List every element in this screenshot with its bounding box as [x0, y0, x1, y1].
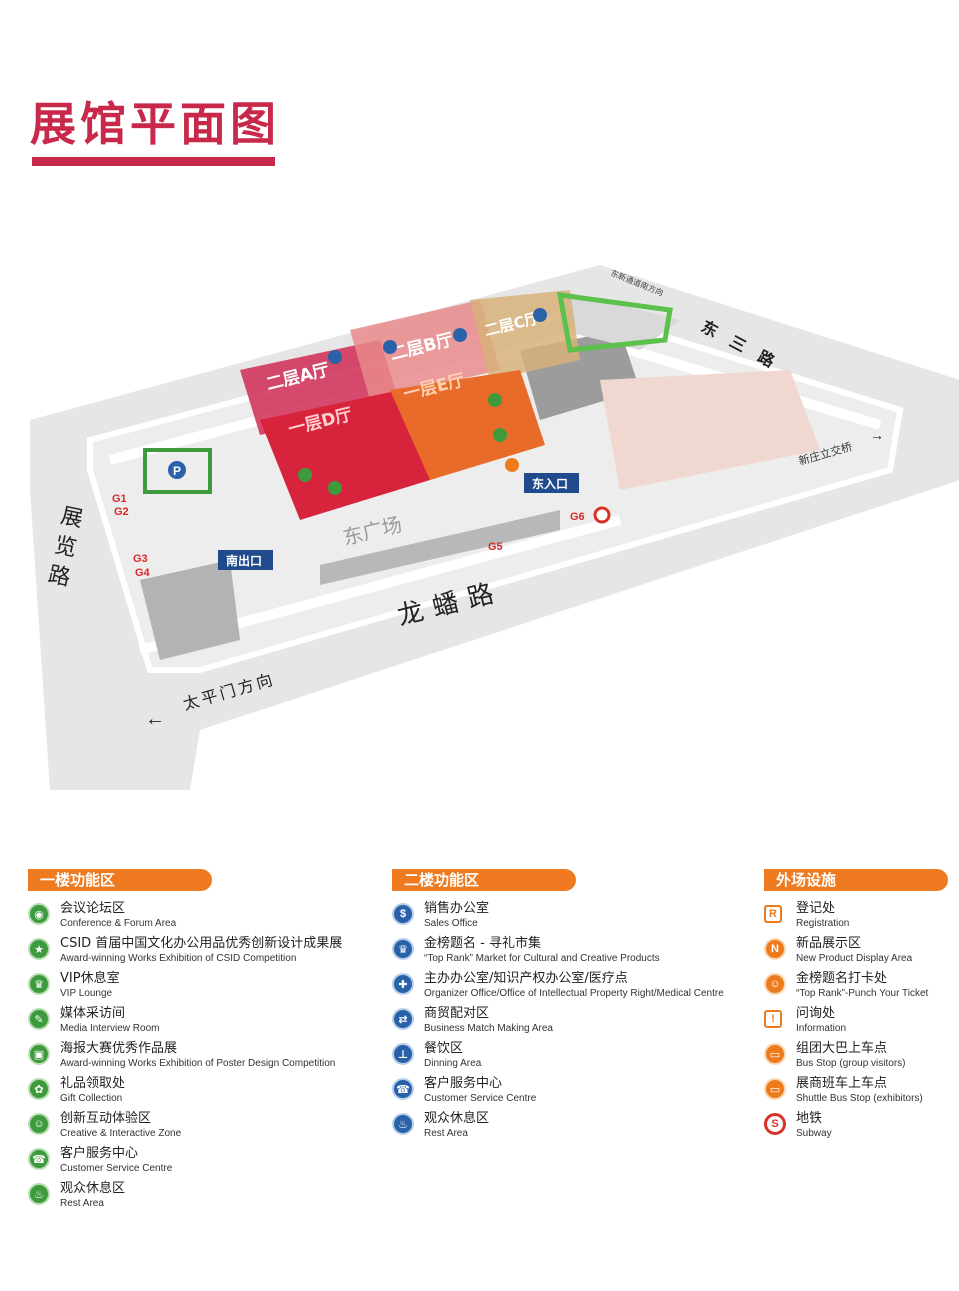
legend-item: ♛金榜题名 - 寻礼市集“Top Rank” Market for Cultur…: [392, 936, 752, 966]
venue-map[interactable]: 二层A厅 二层B厅 二层C厅 一层D厅 一层E厅 P 东广场 南出口 东入口 G…: [0, 230, 959, 830]
building-south-west: [140, 560, 240, 660]
east-entrance-label: 东入口: [532, 476, 568, 491]
gate-label: G5: [488, 541, 503, 553]
business-icon: ⇄: [392, 1008, 414, 1030]
facility-dot: [328, 481, 342, 495]
vip-icon: ♛: [28, 973, 50, 995]
arrow-east-icon: →: [870, 427, 884, 443]
conference-icon: ◉: [28, 903, 50, 925]
facility-dot: [493, 428, 507, 442]
gift-icon: ✿: [28, 1078, 50, 1100]
facility-dot: [298, 468, 312, 482]
hall-b-block: [350, 300, 500, 400]
south-exit-label: 南出口: [226, 553, 262, 568]
info-icon: !: [764, 1010, 782, 1028]
shuttle-icon: ▭: [764, 1078, 786, 1100]
gate-label: G2: [114, 506, 129, 518]
top-rank-icon: ♛: [392, 938, 414, 960]
ticket-icon: ☺: [764, 973, 786, 995]
customer-service-icon: ☎: [392, 1078, 414, 1100]
hall-d-block: [260, 390, 430, 520]
parking-icon: [168, 461, 186, 479]
organizer-icon: ✚: [392, 973, 414, 995]
parking-label: P: [173, 464, 181, 478]
south-exit-tag: [218, 550, 273, 570]
facility-dot: [505, 458, 519, 472]
title-underline: [32, 157, 275, 166]
legend-heading: 一楼功能区: [28, 869, 212, 891]
building-east-light: [600, 370, 820, 490]
gate-label: G6: [570, 511, 585, 523]
gate-label: G1: [112, 493, 127, 505]
subway-icon: S: [764, 1113, 786, 1135]
facility-dot: [533, 308, 547, 322]
sales-icon: $: [392, 903, 414, 925]
bus-icon: ▭: [764, 1043, 786, 1065]
legend-item: ☺金榜题名打卡处“Top Rank”-Punch Your Ticket: [764, 971, 954, 1001]
registration-icon: R: [764, 905, 782, 923]
facility-dot: [328, 350, 342, 364]
rest-icon: ♨: [28, 1183, 50, 1205]
hall-e-block: [390, 370, 545, 480]
gate-label: G4: [135, 567, 151, 579]
venue-map-svg: 二层A厅 二层B厅 二层C厅 一层D厅 一层E厅 P 东广场 南出口 东入口 G…: [30, 265, 959, 790]
legend-heading: 外场设施: [764, 869, 948, 891]
page-title: 展馆平面图: [30, 97, 280, 151]
hall-c-green: [556, 292, 673, 353]
parking-area: [143, 448, 212, 494]
east-entrance-tag: [524, 473, 579, 493]
facility-dot: [453, 328, 467, 342]
dining-icon: ⊥: [392, 1043, 414, 1065]
media-icon: ✎: [28, 1008, 50, 1030]
poster-icon: ▣: [28, 1043, 50, 1065]
gate-label: G3: [133, 553, 148, 565]
building-south: [320, 510, 560, 585]
rest-icon: ♨: [392, 1113, 414, 1135]
new-product-icon: N: [764, 938, 786, 960]
award-icon: ★: [28, 938, 50, 960]
arrow-west-icon: ←: [145, 708, 165, 730]
creative-icon: ☺: [28, 1113, 50, 1135]
hall-c-block: [470, 290, 580, 380]
subway-marker: [593, 506, 611, 524]
legend-heading: 二楼功能区: [392, 869, 576, 891]
facility-dot: [383, 340, 397, 354]
building-north: [560, 290, 680, 350]
facility-dot: [488, 393, 502, 407]
customer-service-icon: ☎: [28, 1148, 50, 1170]
